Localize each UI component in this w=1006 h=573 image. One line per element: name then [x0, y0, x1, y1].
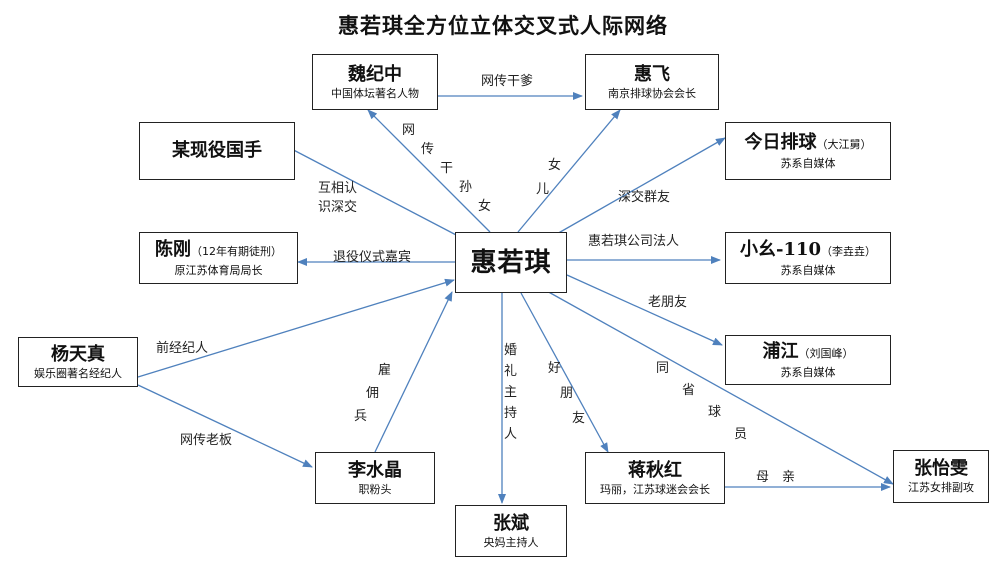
edge-label-jinri: 深交群友 — [618, 190, 671, 205]
edge-label-guoshou-line1: 互相认 — [318, 181, 358, 196]
edge-label-zhangyiwen-char: 员 — [734, 427, 748, 442]
node-hui-fei-desc: 南京排球协会会长 — [608, 86, 696, 100]
edge-label-yang: 前经纪人 — [156, 341, 209, 356]
node-chen-gang-name: 陈刚 — [155, 238, 191, 260]
node-wei-jizhong-desc: 中国体坛著名人物 — [331, 86, 419, 100]
node-zhang-bin-name: 张斌 — [493, 512, 529, 534]
node-xiaoyao-110-name: 小幺-110 — [739, 238, 822, 260]
node-pu-jiang-desc: 苏系自媒体 — [780, 365, 836, 379]
node-wei-jizhong-name: 魏纪中 — [348, 63, 402, 85]
node-wei-jizhong: 魏纪中 中国体坛著名人物 — [312, 54, 438, 110]
edge-label-xiaoyao: 惠若琪公司法人 — [588, 234, 680, 249]
edge-label-wei-char: 传 — [421, 142, 435, 157]
edge-label-wei-char: 孙 — [459, 180, 473, 195]
node-hui-ruoqi-name: 惠若琪 — [470, 247, 552, 278]
edge-yang-lishuijing — [137, 384, 313, 468]
edge-center-pujiang — [566, 274, 723, 346]
edge-label-jiang-zhangyiwen: 母 亲 — [756, 470, 796, 485]
edge-label-zhangyiwen-char: 省 — [682, 383, 696, 398]
node-zhang-yiwen-name: 张怡雯 — [914, 458, 968, 479]
edge-label-wei-char: 网 — [402, 123, 416, 138]
node-jinri-paiqiu-desc: 苏系自媒体 — [780, 156, 836, 170]
edge-label-guoshou-line2: 识深交 — [318, 200, 358, 215]
node-zhang-bin: 张斌 央妈主持人 — [455, 505, 567, 557]
diagram-title: 惠若琪全方位立体交叉式人际网络 — [338, 13, 668, 38]
node-jinri-paiqiu-note: （大江舅） — [816, 137, 872, 151]
node-jiang-qiuhong-name: 蒋秋红 — [628, 459, 682, 481]
node-xiaoyao-110-note: （李垚垚） — [821, 244, 877, 258]
node-pu-jiang-note: （刘国峰） — [798, 346, 854, 360]
edge-label-wei-huifei: 网传干爹 — [481, 74, 534, 89]
node-hui-ruoqi: 惠若琪 — [455, 232, 567, 293]
node-jinri-paiqiu-title: 今日排球（大江舅） — [745, 132, 872, 156]
node-zhang-yiwen: 张怡雯 江苏女排副攻 — [893, 450, 989, 503]
node-zhang-bin-desc: 央妈主持人 — [483, 535, 539, 549]
edge-label-lishuijing-char: 兵 — [354, 409, 368, 424]
edge-lishuijing-center — [374, 291, 453, 453]
node-jinri-paiqiu-name: 今日排球 — [744, 131, 817, 153]
edge-center-guoshou — [283, 144, 461, 238]
node-hui-fei: 惠飞 南京排球协会会长 — [585, 54, 719, 110]
node-jiang-qiuhong: 蒋秋红 玛丽，江苏球迷会会长 — [585, 452, 725, 504]
node-chen-gang: 陈刚（12年有期徒刑） 原江苏体育局局长 — [139, 232, 298, 284]
node-li-shuijing-desc: 职粉头 — [358, 482, 392, 496]
edge-label-zhangyiwen-char: 球 — [708, 405, 722, 420]
node-active-national-player: 某现役国手 — [139, 122, 295, 180]
edge-label-wei-char: 干 — [440, 161, 454, 176]
edge-label-yang-lishuijing: 网传老板 — [180, 433, 233, 448]
node-yang-tianzhen-desc: 娱乐圈著名经纪人 — [34, 366, 122, 380]
node-yang-tianzhen: 杨天真 娱乐圈著名经纪人 — [18, 337, 138, 387]
edge-label-chengang: 退役仪式嘉宾 — [333, 250, 412, 265]
node-pu-jiang-title: 浦江（刘国峰） — [763, 341, 854, 365]
edge-label-zhangbin-char: 主 — [504, 385, 518, 400]
node-jiang-qiuhong-desc: 玛丽，江苏球迷会会长 — [600, 482, 710, 496]
edge-label-jiang-char: 好 — [548, 361, 562, 376]
node-li-shuijing: 李水晶 职粉头 — [315, 452, 435, 504]
node-jinri-paiqiu: 今日排球（大江舅） 苏系自媒体 — [725, 122, 891, 180]
node-zhang-yiwen-desc: 江苏女排副攻 — [908, 481, 974, 494]
node-li-shuijing-name: 李水晶 — [348, 459, 402, 481]
node-active-national-player-name: 某现役国手 — [172, 140, 262, 161]
edge-label-zhangbin-char: 人 — [504, 427, 518, 442]
node-pu-jiang-name: 浦江 — [762, 340, 799, 362]
edge-label-zhangyiwen-char: 同 — [656, 361, 670, 376]
edge-label-zhangbin-char: 持 — [504, 406, 518, 421]
edge-label-zhangbin-char: 礼 — [504, 364, 518, 379]
edge-label-jiang-char: 友 — [572, 411, 586, 426]
edge-label-lishuijing-char: 佣 — [366, 386, 380, 401]
edge-center-wei — [367, 109, 491, 233]
node-yang-tianzhen-name: 杨天真 — [51, 343, 105, 365]
edge-label-pujiang: 老朋友 — [648, 295, 688, 310]
edge-label-zhangbin-char: 婚 — [504, 343, 518, 358]
node-xiaoyao-110: 小幺-110（李垚垚） 苏系自媒体 — [725, 232, 891, 284]
edge-label-huifei-char: 女 — [548, 158, 562, 173]
edge-center-zhangyiwen — [544, 289, 894, 485]
edge-center-jinri — [554, 137, 726, 236]
node-chen-gang-title: 陈刚（12年有期徒刑） — [155, 239, 282, 263]
edge-label-wei-char: 女 — [478, 199, 492, 214]
node-pu-jiang: 浦江（刘国峰） 苏系自媒体 — [725, 335, 891, 385]
node-chen-gang-note: （12年有期徒刑） — [191, 244, 282, 258]
node-hui-fei-name: 惠飞 — [634, 63, 670, 85]
edge-center-jiang — [520, 292, 609, 453]
edge-label-jiang-char: 朋 — [560, 386, 574, 401]
node-xiaoyao-110-title: 小幺-110（李垚垚） — [740, 239, 876, 263]
node-chen-gang-desc: 原江苏体育局局长 — [174, 263, 263, 277]
edge-label-lishuijing-char: 雇 — [378, 363, 392, 378]
edge-label-huifei-char: 儿 — [536, 182, 550, 197]
edge-yang-center — [137, 278, 455, 378]
node-xiaoyao-110-desc: 苏系自媒体 — [780, 263, 836, 277]
edge-center-huifei — [517, 109, 621, 233]
